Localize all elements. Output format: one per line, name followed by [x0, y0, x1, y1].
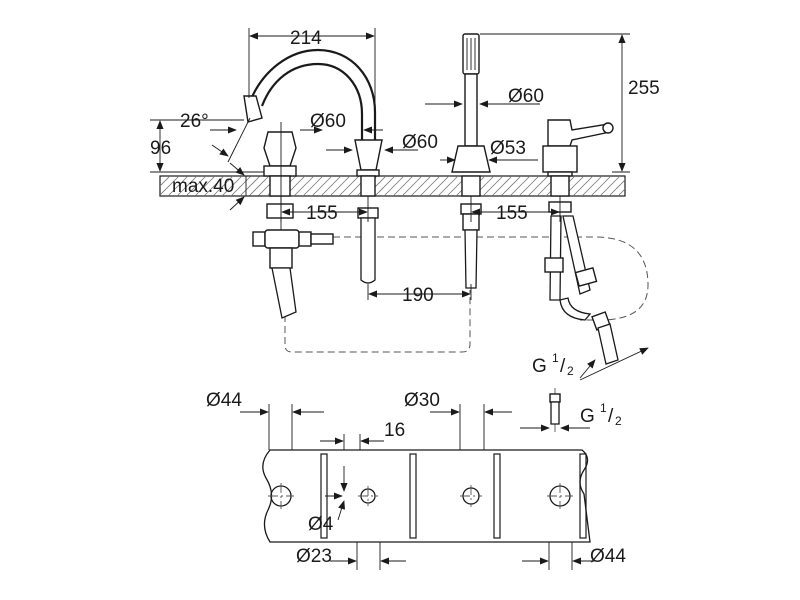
deck-hatch-line: [608, 179, 625, 196]
hole-4: [547, 483, 573, 509]
dim-dia60-shower: Ø60: [425, 86, 544, 108]
label-max40: max.40: [172, 176, 234, 197]
label-96: 96: [150, 138, 171, 159]
label-dia60-column: Ø60: [402, 132, 438, 153]
deck-hatch-line: [500, 176, 522, 196]
label-190: 190: [402, 285, 434, 306]
label-dia53: Ø53: [490, 138, 526, 159]
deck-hatch-line: [302, 176, 324, 196]
deck-hatch-line: [160, 176, 180, 196]
deck-hatch-line: [293, 176, 315, 196]
dim-190: 190: [367, 284, 472, 306]
deck-hatch-line: [176, 176, 198, 196]
label-dia44-left: Ø44: [206, 390, 242, 411]
label-155-left: 155: [306, 203, 338, 224]
deck-hatch-line: [428, 176, 450, 196]
deck-hatch-line: [627, 176, 647, 196]
dim-thread-plan: G 1 / 2: [520, 401, 622, 432]
deck-hatch-line: [221, 176, 243, 196]
deck-hatch-line: [374, 176, 396, 196]
dim-dia30: Ø30: [404, 390, 512, 450]
dim-angle-26: 26°: [180, 111, 251, 163]
left-valve: [252, 122, 334, 319]
thread-fitting-plan: [549, 388, 561, 432]
dim-155-left: 155: [280, 196, 369, 224]
label-g-outlet-den: 2: [567, 364, 574, 378]
deck-hatch-line: [581, 176, 603, 196]
deck-hatch-line: [160, 176, 171, 187]
hole-3: [460, 485, 482, 507]
deck-hatch-line: [239, 176, 261, 196]
label-dia60-shower: Ø60: [508, 86, 544, 107]
deck-hatch-line: [419, 176, 441, 196]
dim-96: 96: [150, 119, 264, 173]
deck-hatch-line: [437, 176, 459, 196]
dim-dia4: Ø4: [308, 466, 348, 535]
dim-255: 255: [480, 33, 660, 173]
hole-plan: [262, 449, 591, 543]
dim-dia44-right: Ø44: [522, 542, 626, 570]
label-dia4: Ø4: [308, 514, 334, 535]
deck-hatch-line: [320, 176, 342, 196]
hole-1: [268, 483, 294, 509]
deck-hatch-line: [212, 176, 234, 196]
deck-hatch-line: [636, 176, 656, 196]
dim-dia23: Ø23: [296, 542, 406, 570]
dim-dia44-left: Ø44: [206, 390, 324, 450]
label-g-plan-den: 2: [615, 414, 622, 428]
label-155-right: 155: [496, 203, 528, 224]
deck-hatch-line: [401, 176, 423, 196]
deck-hatch-line: [572, 176, 594, 196]
label-dia44-right: Ø44: [590, 546, 626, 567]
deck-hatch-line: [509, 176, 531, 196]
label-214: 214: [290, 28, 322, 49]
deck-hatch-line: [527, 176, 549, 196]
deck-hatch-line: [491, 176, 513, 196]
label-g-outlet-slash: /: [560, 356, 566, 377]
dim-thread-outlet: G 1 / 2: [532, 347, 649, 381]
dim-214: 214: [248, 28, 376, 110]
deck-hatch-line: [194, 176, 216, 196]
deck-hatch-line: [383, 176, 405, 196]
deck-hatch-line: [518, 176, 540, 196]
deck-hatch-line: [392, 176, 414, 196]
hose-routing-outline: [284, 236, 649, 353]
label-g-outlet: G: [532, 356, 547, 377]
hand-shower: [451, 33, 491, 289]
deck-hatch-line: [311, 176, 333, 196]
mixer: [542, 119, 619, 365]
deck-hatch-line: [617, 188, 625, 196]
deck-hatch-line: [248, 176, 270, 196]
label-g-outlet-num: 1: [552, 351, 559, 365]
deck-hatch-line: [590, 176, 612, 196]
deck-hatch-line: [338, 176, 360, 196]
deck-hatch-line: [230, 176, 252, 196]
hole-2: [358, 486, 378, 506]
label-255: 255: [628, 78, 660, 99]
deck-hatch-line: [410, 176, 432, 196]
label-16: 16: [384, 420, 405, 441]
dim-dia60-column: Ø60: [326, 132, 438, 154]
label-dia30: Ø30: [404, 390, 440, 411]
deck-hatch-line: [185, 176, 207, 196]
deck-hatch-line: [167, 176, 189, 196]
label-g-plan-slash: /: [608, 406, 614, 427]
deck-hatch-line: [599, 176, 621, 196]
dim-dia53: Ø53: [440, 138, 538, 164]
dim-dia60-spout: Ø60: [300, 111, 383, 134]
deck-hatch-line: [329, 176, 351, 196]
label-dia60-spout: Ø60: [310, 111, 346, 132]
dim-max40: max.40: [172, 162, 260, 211]
dim-16: 16: [320, 420, 405, 450]
dim-155-right: 155: [470, 196, 561, 224]
label-g-plan-num: 1: [600, 401, 607, 415]
label-dia23: Ø23: [296, 546, 332, 567]
label-g-plan: G: [580, 406, 595, 427]
deck-hatch-line: [203, 176, 225, 196]
label-26deg: 26°: [180, 111, 209, 132]
deck-hatch-line: [482, 176, 504, 196]
